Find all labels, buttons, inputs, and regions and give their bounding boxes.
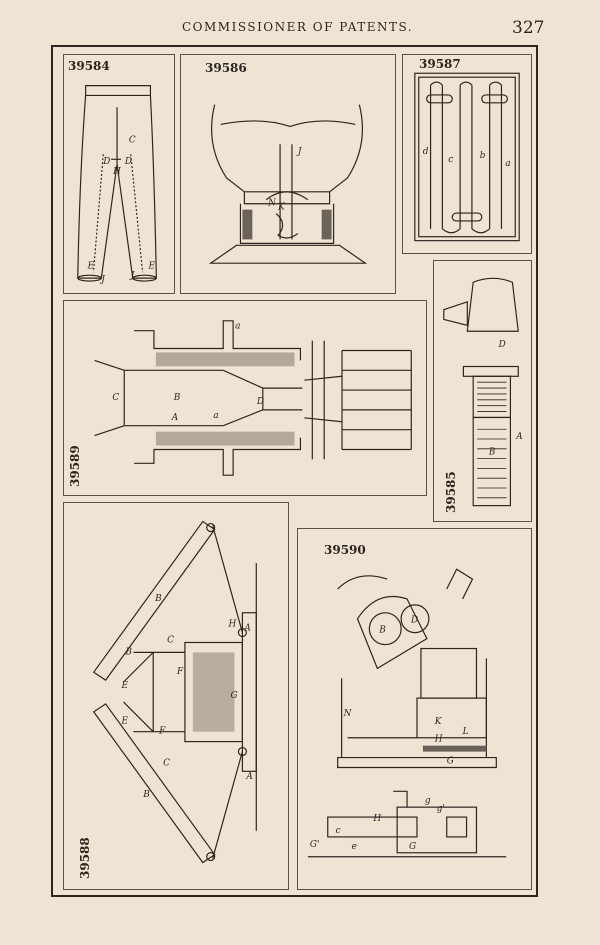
label-G: G (231, 691, 238, 701)
label-e: e (352, 842, 357, 852)
label-a: a (235, 322, 240, 332)
label-D: D (124, 157, 132, 167)
label-D: D (102, 157, 110, 167)
figure-39585: 39585 D B A (433, 260, 532, 522)
page-header: COMMISSIONER OF PATENTS. 327 (0, 18, 600, 40)
patent-plate: 39584 C D D H E E J J 39586 (51, 45, 538, 897)
jack-drawing: D B A (443, 277, 523, 507)
machine-drawing: B D N K L H G H g g' G G' e c (307, 568, 507, 858)
label-B: B (378, 626, 386, 636)
label-A: A (171, 413, 178, 423)
label-H: H (112, 167, 121, 177)
label-C: C (167, 635, 174, 645)
figure-number: 39584 (68, 59, 110, 73)
label-E: E (147, 261, 155, 271)
label-H: H (434, 735, 443, 745)
label-g: g (425, 796, 431, 806)
label-J: J (296, 147, 302, 157)
label-K: K (277, 203, 286, 213)
label-N: N (343, 709, 353, 719)
label-D: D (498, 340, 506, 350)
label-F: F (158, 727, 166, 737)
label-E: E (87, 261, 95, 271)
label-B: B (173, 393, 181, 403)
label-L: L (462, 727, 469, 737)
label-A: A (515, 432, 522, 442)
label-a: a (213, 411, 218, 421)
figure-number: 39590 (324, 543, 366, 557)
figure-number: 39586 (205, 61, 247, 75)
label-B: B (488, 448, 496, 458)
label-B: B (124, 647, 132, 657)
label-E: E (120, 717, 128, 727)
label-G-prime: G' (310, 840, 320, 850)
label-g-prime: g' (437, 804, 445, 814)
label-N: N (267, 199, 277, 209)
label-E: E (120, 681, 128, 691)
grate-drawing: d c b a (414, 72, 520, 242)
label-c: c (336, 826, 341, 836)
figure-39590: 39590 B D (297, 528, 532, 890)
label-C: C (129, 136, 136, 146)
label-H: H (228, 620, 237, 630)
label-B: B (142, 790, 150, 800)
label-C: C (163, 758, 170, 768)
label-G: G (409, 842, 416, 852)
running-title: COMMISSIONER OF PATENTS. (182, 20, 414, 34)
label-J: J (99, 275, 105, 285)
label-J: J (129, 271, 135, 281)
figure-39586: 39586 J N K (180, 54, 396, 294)
figure-39584: 39584 C D D H E E J J (63, 54, 175, 294)
label-D: D (410, 616, 418, 626)
label-F: F (176, 667, 184, 677)
press-drawing: B C B H F E E G F C A B A (92, 520, 257, 864)
label-b: b (480, 151, 486, 161)
page-number: 327 (512, 18, 545, 38)
label-B: B (154, 594, 162, 604)
label-A: A (245, 772, 252, 782)
lamp-drawing: J N K (208, 104, 368, 264)
label-A: A (243, 624, 250, 634)
label-G: G (447, 757, 454, 767)
figure-39587: 39587 d c b a (402, 54, 532, 254)
label-D: D (256, 397, 264, 407)
label-H: H (372, 814, 381, 824)
figure-39589: 39589 C B A a D a (63, 300, 427, 496)
label-d: d (423, 147, 429, 157)
label-a: a (505, 159, 510, 169)
furnace-drawing: C B A a D a (94, 320, 412, 476)
label-c: c (448, 155, 453, 165)
figure-39588: 39588 B C B H F (63, 502, 289, 890)
figure-number: 39587 (419, 57, 461, 71)
trousers-drawing: C D D H E E J J (77, 85, 157, 285)
label-K: K (434, 717, 443, 727)
label-C: C (112, 393, 119, 403)
